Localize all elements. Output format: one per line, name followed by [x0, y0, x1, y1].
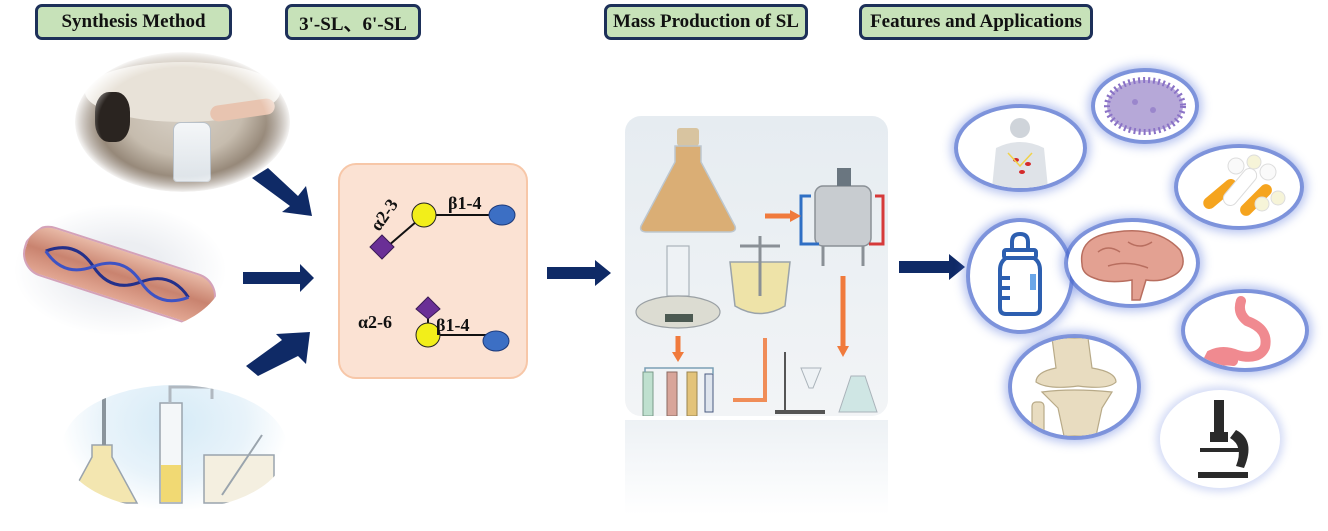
production-panel-reflection	[625, 420, 888, 515]
header-synthesis-method: Synthesis Method	[35, 4, 232, 40]
bacterium-icon	[16, 219, 223, 331]
sialic-acid-3sl	[369, 234, 395, 260]
mass-production-panel	[625, 116, 888, 416]
arrow-to-applications-icon	[899, 254, 965, 280]
milk-bottle-icon	[173, 122, 211, 182]
capsule-icon	[1203, 179, 1237, 209]
chemical-synthesis-image	[62, 385, 287, 510]
knee-joint-icon	[1031, 338, 1117, 436]
dark-hair-shape	[95, 92, 130, 142]
arrow-right-icon	[243, 264, 314, 292]
process-arrows	[672, 210, 849, 402]
header-sialyllactose: 3'-SL、6'-SL	[285, 4, 421, 40]
header-features-applications: Features and Applications	[859, 4, 1093, 40]
human-silhouette-icon	[1010, 118, 1030, 138]
microscope-icon	[1198, 400, 1249, 478]
erlenmeyer-flask-icon	[65, 444, 139, 504]
balance-with-cylinder-icon	[635, 245, 721, 329]
baby-bottle-icon	[998, 231, 1042, 316]
application-pharmaceuticals	[1178, 148, 1300, 226]
linkage-label-6sl-gal: β1-4	[436, 315, 470, 335]
pill-icon	[1227, 157, 1245, 175]
application-immune-system	[958, 108, 1083, 188]
stirred-vessel-icon	[729, 236, 791, 315]
bioreactor-icon	[799, 168, 885, 266]
sialic-acid-6sl	[415, 296, 441, 320]
application-brain-development	[1068, 222, 1196, 304]
galactose-6sl	[415, 322, 441, 348]
brain-icon	[1080, 230, 1184, 301]
arrow-up-right-icon	[246, 332, 310, 376]
arrow-to-production-icon	[547, 260, 611, 286]
application-antiviral	[1095, 72, 1195, 140]
galactose-3sl	[411, 202, 437, 228]
application-research-microscopy	[1160, 390, 1280, 488]
graduated-cylinder-icon	[159, 385, 214, 504]
linkage-label-6sl-sialic: α2-6	[358, 312, 393, 332]
filtration-and-flask-icon	[775, 352, 878, 414]
dna-helix-icon	[44, 246, 190, 303]
virus-icon	[1104, 77, 1186, 135]
synthesis-arrows	[243, 168, 314, 376]
fermentation-flask-icon	[639, 128, 737, 233]
glucose-6sl	[482, 330, 510, 352]
header-mass-production: Mass Production of SL	[604, 4, 808, 40]
glucose-3sl	[488, 204, 516, 226]
beaker-icon	[203, 434, 275, 504]
milk-extraction-image	[75, 52, 290, 192]
glycan-3sl	[369, 202, 516, 352]
arrow-down-right-icon	[252, 168, 312, 216]
stomach-icon	[1199, 296, 1271, 368]
application-bone-and-joint	[1012, 338, 1137, 436]
chromatography-columns-icon	[642, 367, 714, 416]
linkage-label-3sl-gal: β1-4	[448, 193, 482, 213]
application-gut-health	[1185, 293, 1305, 368]
sialyllactose-structures-panel: α2-3 β1-4 α2-6 β1-4	[338, 163, 528, 379]
microbial-fermentation-image	[15, 205, 225, 335]
application-infant-formula	[970, 222, 1070, 330]
